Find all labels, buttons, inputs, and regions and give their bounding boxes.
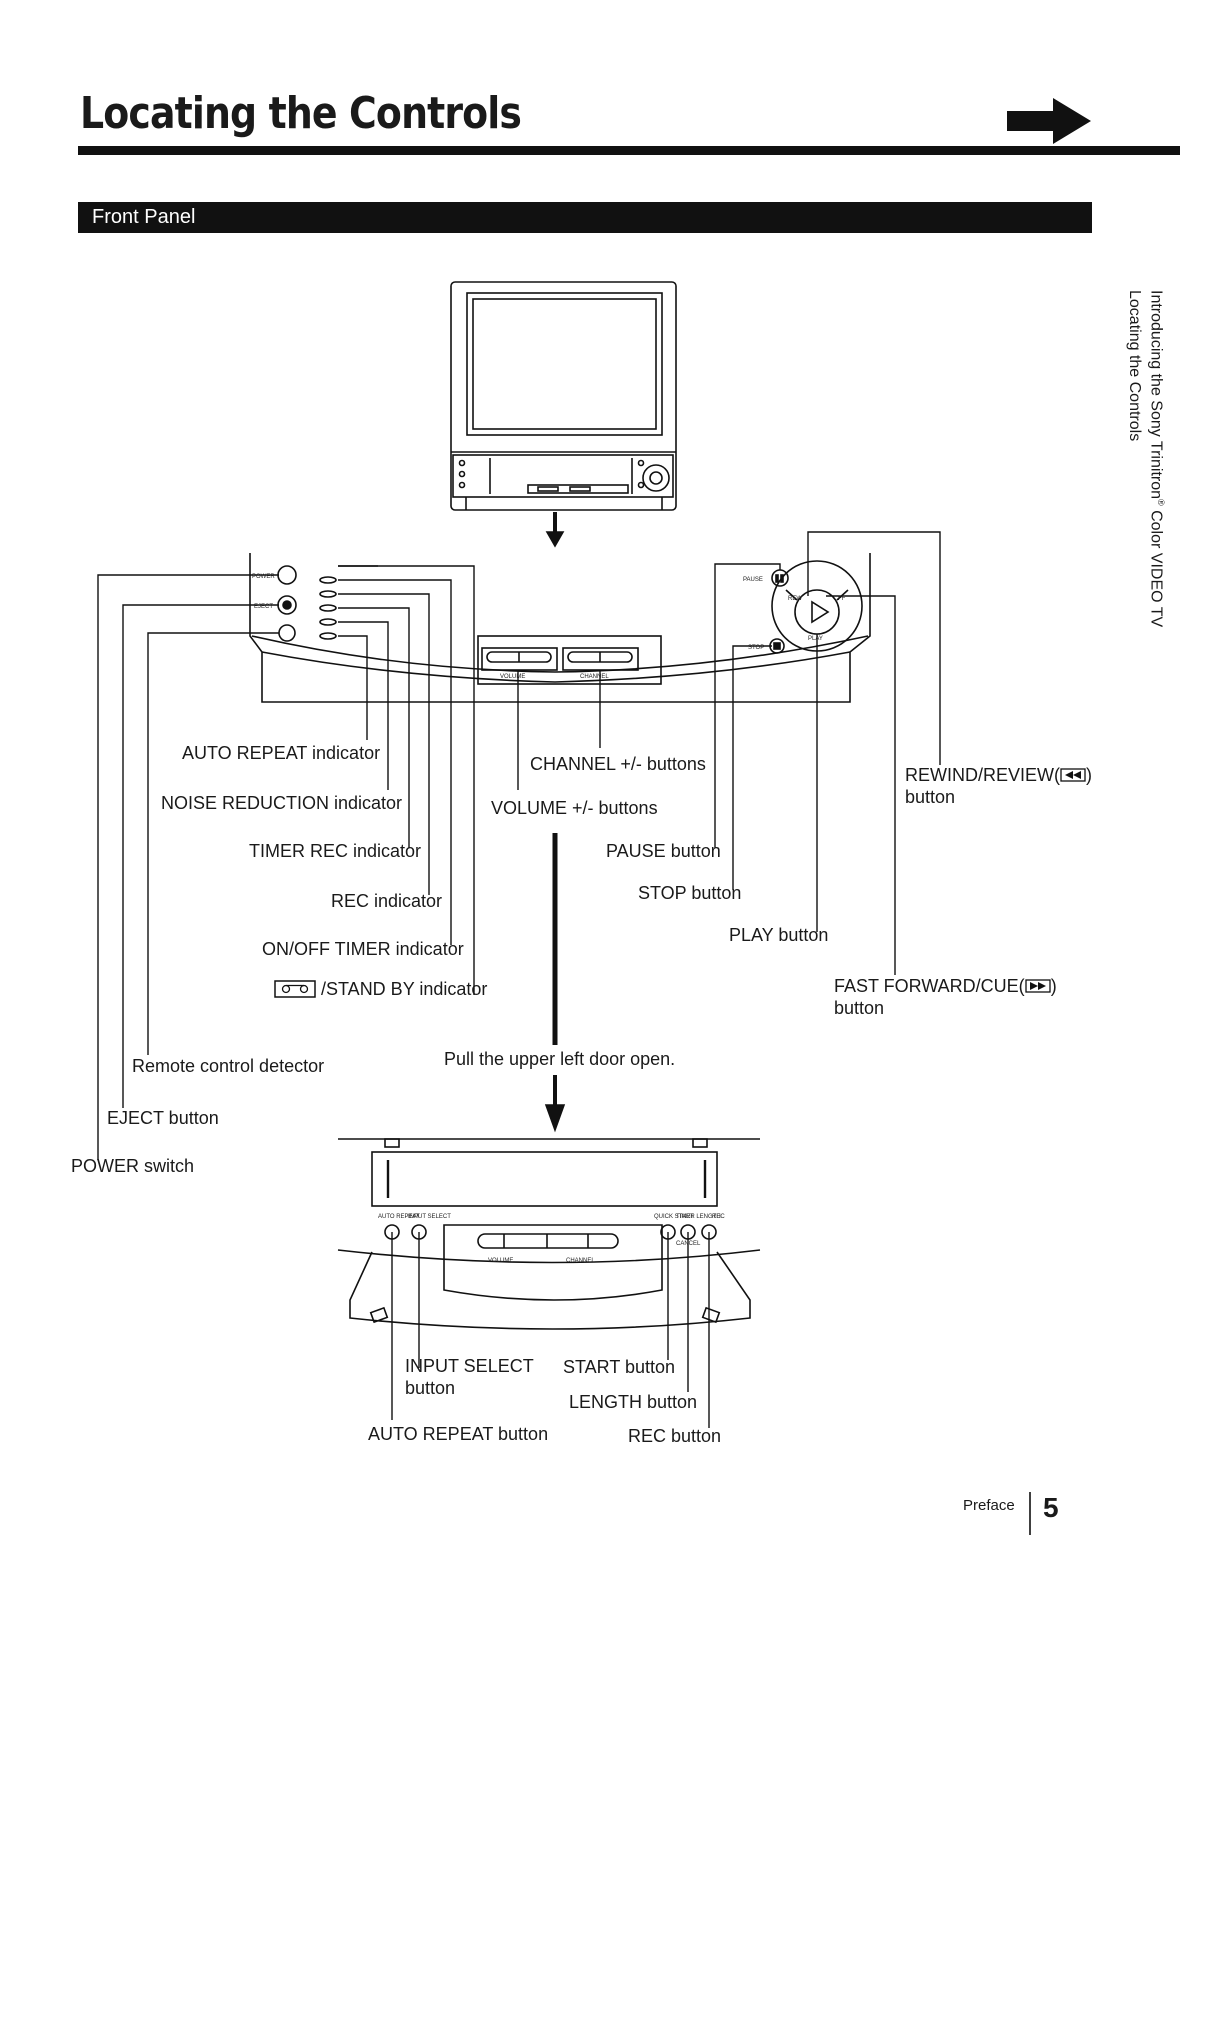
print-volume-door: VOLUME — [488, 1258, 513, 1264]
label-power-switch: POWER switch — [71, 1156, 195, 1176]
print-channel: CHANNEL — [580, 674, 609, 680]
fast-forward-icon — [1025, 979, 1051, 993]
section-header-bar — [78, 202, 1092, 233]
label-start-button: START button — [563, 1357, 676, 1377]
label-standby-text: /STAND BY indicator — [321, 979, 488, 999]
panel-printed-text: POWER EJECT PAUSE STOP REW FF PLAY VOLUM… — [252, 574, 846, 1264]
page-title: Locating the Controls — [80, 88, 522, 139]
print-rec: REC — [712, 1214, 725, 1220]
print-eject: EJECT — [254, 604, 273, 610]
print-stop: STOP — [748, 645, 764, 651]
print-play: PLAY — [808, 636, 823, 642]
label-pause-button: PAUSE button — [606, 841, 721, 861]
label-play-button: PLAY button — [729, 925, 829, 945]
tv-overview-illustration — [450, 281, 677, 511]
print-input-select: INPUT SELECT — [408, 1214, 451, 1220]
label-standby-indicator: /STAND BY indicator — [274, 979, 487, 1000]
title-rule — [78, 146, 1180, 155]
print-rew: REW — [788, 596, 802, 602]
label-stop-button: STOP button — [638, 883, 742, 903]
front-panel-zoom — [249, 553, 871, 703]
label-rec-button: REC button — [628, 1426, 722, 1446]
label-auto-repeat-indicator: AUTO REPEAT indicator — [182, 743, 381, 763]
print-ff: FF — [838, 596, 846, 602]
print-channel-door: CHANNEL — [566, 1258, 595, 1264]
print-auto-repeat: AUTO REPEAT — [378, 1214, 420, 1220]
label-input-select-button: INPUT SELECT button — [405, 1356, 534, 1398]
print-timer-length: TIMER LENGTH — [676, 1214, 721, 1220]
leader-lines-bottom — [391, 1232, 710, 1428]
rewind-icon — [1060, 768, 1086, 782]
print-pause: PAUSE — [743, 577, 763, 583]
label-timer-rec-indicator: TIMER REC indicator — [249, 841, 422, 861]
cassette-icon — [274, 980, 316, 998]
leader-lines-front — [97, 531, 941, 1160]
label-eject-button: EJECT button — [107, 1108, 219, 1128]
label-rec-indicator: REC indicator — [331, 891, 443, 911]
label-auto-repeat-button: AUTO REPEAT button — [368, 1424, 549, 1444]
right-arrow-icon — [1007, 98, 1091, 144]
label-fast-forward-cue-button: FAST FORWARD/CUE()button — [834, 976, 1057, 1018]
label-channel-buttons: CHANNEL +/- buttons — [530, 754, 706, 774]
door-open-illustration — [337, 1138, 761, 1330]
label-on-off-timer-indicator: ON/OFF TIMER indicator — [262, 939, 464, 959]
footer-section-label: Preface — [963, 1497, 1015, 1514]
print-cancel: CANCEL — [676, 1241, 701, 1247]
print-volume: VOLUME — [500, 674, 525, 680]
section-title: Front Panel — [92, 206, 196, 228]
label-noise-reduction-indicator: NOISE REDUCTION indicator — [161, 793, 403, 813]
label-length-button: LENGTH button — [569, 1392, 698, 1412]
label-rewind-review-button: REWIND/REVIEW()button — [905, 765, 1092, 807]
label-remote-control-detector: Remote control detector — [132, 1056, 325, 1076]
label-volume-buttons: VOLUME +/- buttons — [491, 798, 658, 818]
print-quick-start: QUICK START — [654, 1214, 694, 1220]
page-number: 5 — [1043, 1492, 1059, 1523]
label-pull-door: Pull the upper left door open. — [444, 1049, 676, 1069]
print-power: POWER — [252, 574, 275, 580]
